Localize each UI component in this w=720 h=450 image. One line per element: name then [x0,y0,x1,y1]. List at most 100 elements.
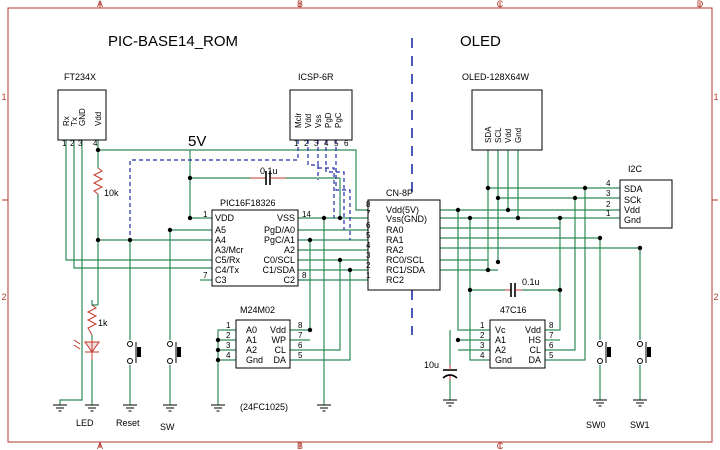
icsp-pin-pgc: PgC [334,112,343,128]
icsp-pin-vdd: Vdd [304,114,313,128]
47c16-eeprom: 47C16 Vc A1 A2 Gnd Vdd HS CL DA 1 2 3 4 … [480,305,554,369]
title-left: PIC-BASE14_ROM [108,33,238,50]
junctions [95,147,643,363]
m24-num-3: 3 [226,341,231,350]
pic-r-pgc: PgC/A1 [264,235,295,245]
pic-r-c2: C2 [283,275,295,285]
cn-pin-rc0: RC0/SCL [386,255,424,265]
cn-num-3: 3 [366,251,371,260]
icsp-num-5: 5 [334,139,339,148]
ft234x-num-3: 3 [78,139,83,148]
i2c-num-4: 4 [606,179,611,188]
ft234x-pin-vdd: Vdd [94,112,103,126]
i2c-pin-vdd: Vdd [624,205,640,215]
icsp-header: ICSP-6R Mclr Vdd Vss PgD PgC 1 2 3 4 5 6 [289,72,353,148]
oled-ref: OLED-128X64W [462,72,530,82]
c47-num-7: 7 [549,331,554,340]
cn-num-2: 2 [366,261,371,270]
pic-num-7: 7 [203,271,208,280]
cn-pin-ra1: RA1 [386,235,404,245]
ft234x-num-4: 4 [93,139,98,148]
oled-pin-sda: SDA [484,126,493,143]
supply-label: 5V [188,133,206,150]
cn-pin-ra2: RA2 [386,245,404,255]
m24-num-4: 4 [226,351,231,360]
zone-col-a: A [97,0,103,9]
m24-l-a1: A1 [246,335,257,345]
icsp-pin-vss: Vss [314,115,323,128]
r1-value: 10k [104,188,119,198]
pic-l-c5: C5/Rx [215,255,241,265]
ground-symbols [53,399,647,412]
capacitor-c2: 0.1u [505,277,540,297]
m24-r-da: DA [273,355,286,365]
pic-r-c0: C0/SCL [263,255,295,265]
sw-switch [167,341,181,364]
c47-r-da: DA [528,355,541,365]
cn-num-5: 5 [366,231,371,240]
m24-r-wp: WP [272,335,287,345]
i2c-ref: I2C [628,164,643,174]
cap3-value: 10u [424,360,439,370]
icsp-ref: ICSP-6R [298,72,334,82]
c47-num-4: 4 [480,351,485,360]
cn-pin-rc2: RC2 [386,275,404,285]
label-led: LED [76,418,94,428]
label-sw0: SW0 [586,420,606,430]
pic-l-c4: C4/Tx [215,265,240,275]
m24-l-a0: A0 [246,325,257,335]
zone-row-2-right: 2 [713,292,718,302]
zone-row-2: 2 [1,292,6,302]
m24-l-a2: A2 [246,345,257,355]
icsp-num-2: 2 [304,139,309,148]
pic-l-a4: A4 [215,235,226,245]
pic-r-pgd: PgD/A0 [264,225,295,235]
cn-pin-ra0: RA0 [386,225,404,235]
m24-num-6: 6 [298,341,303,350]
pic-r-a2: A2 [284,245,295,255]
m24-r-cl: CL [274,345,286,355]
i2c-num-1: 1 [606,209,611,218]
zone-col-d: D [697,0,704,9]
pic-num-1: 1 [203,210,208,219]
ft234x-pin-rx: Rx [62,116,71,126]
c47-num-3: 3 [480,341,485,350]
oled-pin-scl: SCL [494,127,503,143]
c47-num-8: 8 [549,321,554,330]
pic-num-14: 14 [302,210,311,219]
capacitor-c1: 0.1u [250,166,286,185]
pic-num-8: 8 [302,271,307,280]
pic-r-c1: C1/SDA [262,265,295,275]
icsp-num-6: 6 [344,139,349,148]
resistor-1k: 1k [86,304,108,336]
zone-col-b: B [297,0,303,9]
c47-num-2: 2 [480,331,485,340]
i2c-num-2: 2 [606,200,611,209]
led-symbol [73,339,100,360]
pic16f18326: PIC16F18326 VDD A5 A4 A3/Mcr C5/Rx C4/Tx… [203,198,311,287]
zone-col-b-bottom: B [297,441,303,450]
cap2-value: 0.1u [522,277,540,287]
c47-r-vdd: Vdd [525,325,541,335]
pic-l-c3: C3 [215,275,227,285]
m24-num-2: 2 [226,331,231,340]
capacitor-10u: 10u [424,360,458,380]
i2c-pin-gnd: Gnd [624,215,641,225]
m24-r-vdd: Vdd [270,325,286,335]
m24-l-gnd: Gnd [246,355,263,365]
ft234x-num-1: 1 [62,139,67,148]
zone-row-1: 1 [1,92,6,102]
resistor-10k: 10k [92,167,119,198]
m24-num-1: 1 [226,321,231,330]
cn-ref: CN-8P [386,188,413,198]
reset-switch [127,341,141,364]
m24-sub: (24FC1025) [240,402,288,412]
cn-num-4: 4 [366,241,371,250]
cn-num-7: 7 [366,209,371,218]
c47-r-hs: HS [528,335,541,345]
cn-pin-vss: Vss(GND) [386,214,427,224]
cn-num-8: 8 [366,200,371,209]
icsp-pin-pgd: PgD [324,112,333,128]
